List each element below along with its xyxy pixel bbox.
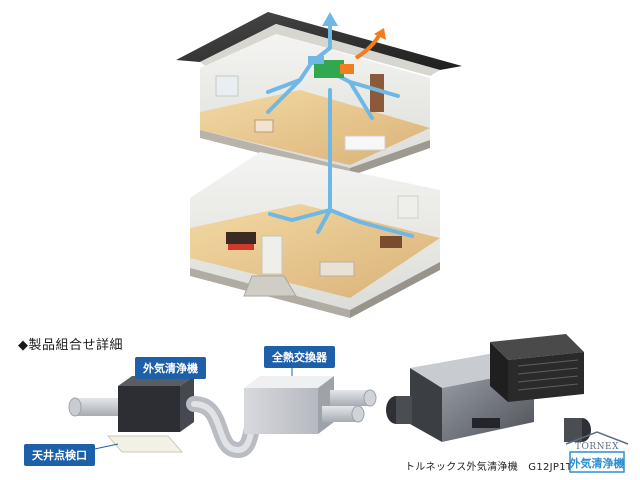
house-cutaway-illustration [176,12,462,318]
section-marker: ◆ [18,338,29,353]
combination-diagram [68,362,377,459]
intake-arrow [322,12,338,26]
tornex-logo: TORNEX 外気清浄機 [562,430,632,476]
product-image [386,334,591,442]
logo-brand: TORNEX [574,442,619,452]
ceiling-hatch [106,435,184,453]
purifier-unit [118,376,194,432]
section-title: 製品組合せ詳細 [28,338,124,353]
logo-house-outline [565,431,629,473]
roof [176,12,462,76]
section-heading: ◆製品組合せ詳細 [18,334,123,353]
product-caption: トルネックス外気清浄機 G12JP1T [405,462,573,473]
heat-exchanger-label: 全熱交換器 [264,346,335,368]
attic-units [308,56,354,78]
purifier-label: 外気清浄機 [135,357,206,379]
logo-product-name: 外気清浄機 [569,457,625,470]
heat-exchanger-unit [244,376,334,434]
ceiling-hatch-label: 天井点検口 [24,444,95,466]
exhaust-arrow [354,28,386,60]
intake-duct [68,397,127,417]
outlet-ducts [322,389,377,423]
